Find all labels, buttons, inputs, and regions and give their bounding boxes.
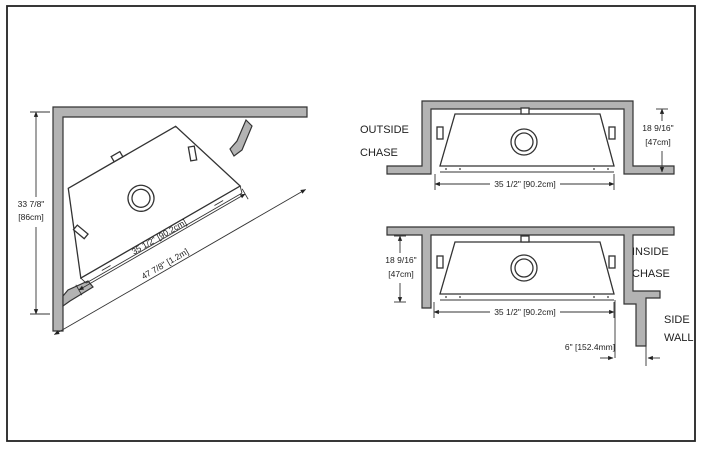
- outside-chase-installation: OUTSIDE CHASE 35 1/2" [90.2cm] 18 9/16" …: [360, 100, 678, 190]
- outside-width-dim: 35 1/2" [90.2cm]: [494, 179, 556, 189]
- corner-diagonal-dim: 47 7/8" [1.2m]: [140, 246, 191, 281]
- corner-height-dim-metric: [86cm]: [18, 212, 44, 222]
- outside-depth-dim-metric: [47cm]: [645, 137, 671, 147]
- outside-chase-wall: [386, 100, 675, 175]
- inside-depth-dim-metric: [47cm]: [388, 269, 414, 279]
- inside-flue-inner: [514, 258, 534, 278]
- angled-wall-stub-top: [229, 118, 253, 157]
- corner-wall: [52, 106, 308, 332]
- inside-top-vent: [520, 235, 530, 243]
- inside-chase-wall: [386, 226, 675, 347]
- outside-chase-label-2: CHASE: [360, 147, 398, 159]
- side-wall-label-1: SIDE: [664, 314, 690, 326]
- side-wall-label-2: WALL: [664, 332, 694, 344]
- corner-installation: 35 1/2" [90.2cm] 47 7/8" [1.2m] 33 7/8" …: [11, 106, 308, 335]
- outside-flue-inner: [514, 132, 534, 152]
- inside-depth-dim-imperial: 18 9/16": [385, 255, 416, 265]
- outside-chase-label-1: OUTSIDE: [360, 124, 409, 136]
- outside-depth-dim-imperial: 18 9/16": [642, 123, 673, 133]
- inside-chase-installation: INSIDE CHASE SIDE WALL 35 1/2" [90.2cm] …: [382, 226, 694, 366]
- inside-chase-label-2: CHASE: [632, 268, 670, 280]
- side-wall-dim: 6" [152.4mm]: [565, 342, 615, 352]
- corner-top-vent: [110, 150, 124, 163]
- inside-width-dim: 35 1/2" [90.2cm]: [494, 307, 556, 317]
- corner-diagonal-dim-line: [53, 189, 307, 335]
- outside-top-vent: [520, 107, 530, 115]
- corner-fireplace-unit: [67, 125, 243, 284]
- diagram-border: [6, 5, 696, 442]
- inside-chase-label-1: INSIDE: [632, 246, 669, 258]
- corner-height-dim-imperial: 33 7/8": [18, 199, 45, 209]
